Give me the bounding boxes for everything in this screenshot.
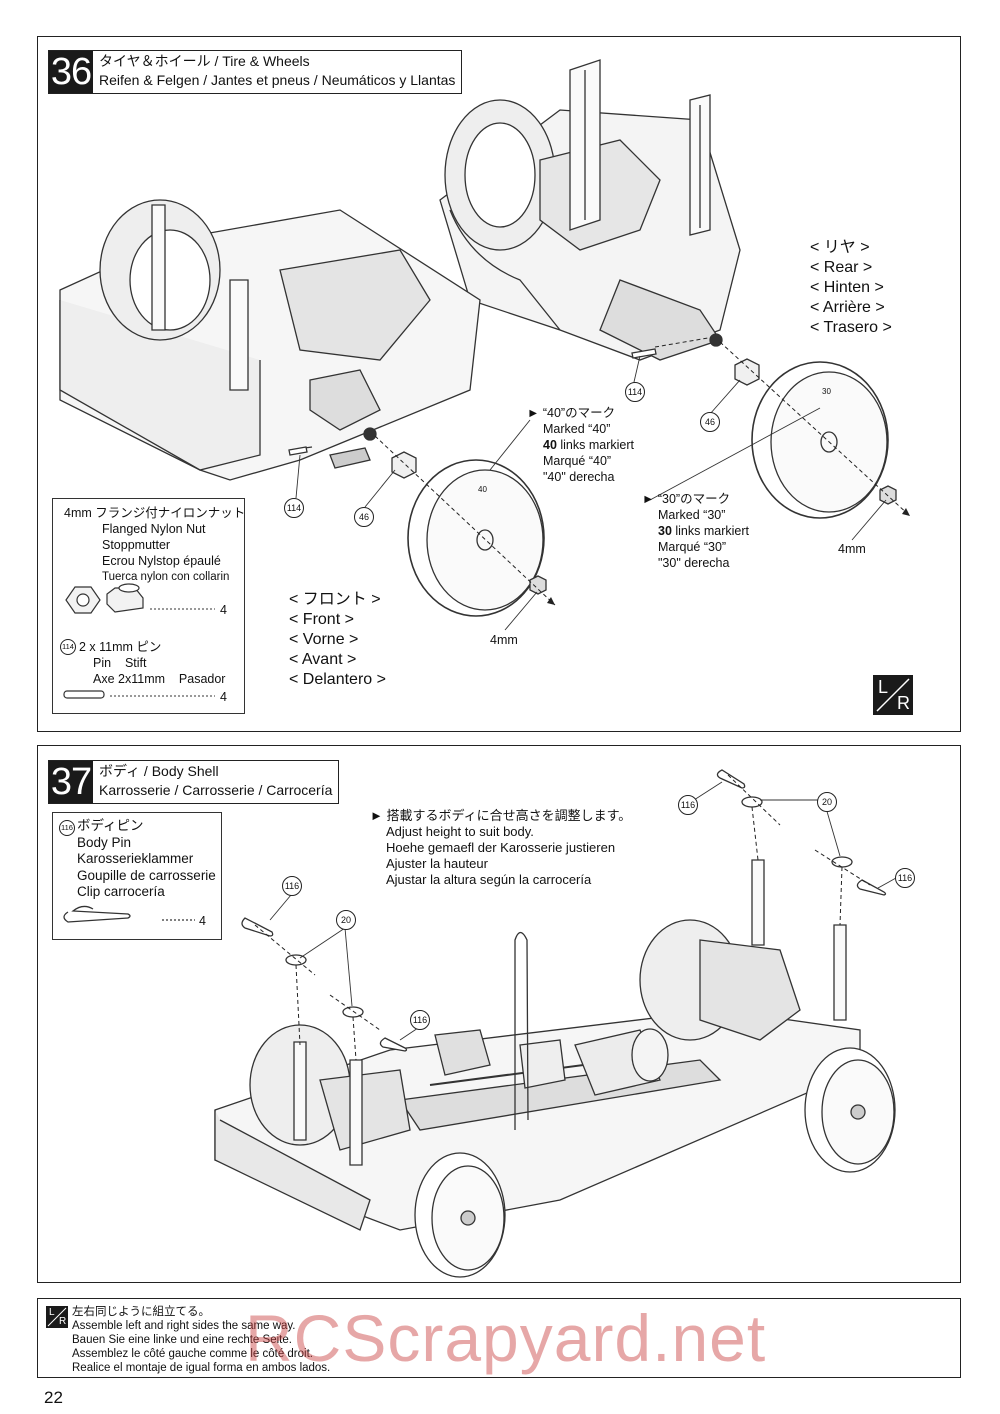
- part-number-114-front: 114: [284, 498, 304, 518]
- pin-part-number: 114: [60, 639, 76, 655]
- part-number-116: 116: [282, 876, 302, 896]
- nut-size-rear: 4mm: [838, 542, 866, 556]
- part-number-116: 116: [895, 868, 915, 888]
- body-pin-line: Goupille de carrosserie: [77, 867, 216, 883]
- rear-label: < Arrière >: [810, 299, 885, 316]
- left-right-icon: L R: [873, 675, 913, 715]
- marked-40-line: Marked “40”: [543, 422, 611, 436]
- lr-letter-r: R: [59, 1316, 67, 1327]
- step-title-line2: Karrosserie / Carrosserie / Carrocería: [99, 782, 333, 798]
- rear-label: < Rear >: [810, 259, 873, 276]
- part-number-20: 20: [817, 792, 837, 812]
- marked-30-note: ► “30”のマーク Marked “30” 30 links markiert…: [642, 491, 749, 571]
- instruction-line: Adjust height to suit body.: [386, 824, 534, 839]
- pin-line: 2 x 11mm ピン: [79, 640, 162, 654]
- step-36-panel: [37, 36, 961, 732]
- nut-size-front: 4mm: [490, 633, 518, 647]
- step-37-panel: [37, 745, 961, 1283]
- height-instructions: ► 搭載するボディに合せ高さを調整します。 Adjust height to s…: [370, 808, 631, 888]
- pin-line: Axe 2x11mm Pasador: [93, 672, 226, 686]
- step-number: 36: [49, 51, 93, 93]
- part-number-114-rear: 114: [625, 382, 645, 402]
- body-pin-line: Body Pin: [77, 834, 132, 850]
- lr-letter-l: L: [49, 1307, 55, 1318]
- step-36-header: 36 タイヤ＆ホイール / Tire & Wheels Reifen & Fel…: [48, 50, 463, 94]
- left-right-icon: L R: [46, 1306, 68, 1328]
- nut-line: Flanged Nylon Nut: [102, 522, 206, 536]
- step-title-line1: ボディ / Body Shell: [99, 763, 219, 779]
- front-label: < Avant >: [289, 651, 357, 668]
- nut-line: Stoppmutter: [102, 538, 171, 552]
- step-title-line2: Reifen & Felgen / Jantes et pneus / Neum…: [99, 72, 456, 88]
- footer-line: Bauen Sie eine linke und eine rechte Sei…: [72, 1334, 292, 1346]
- step-37-header: 37 ボディ / Body Shell Karrosserie / Carros…: [48, 760, 340, 804]
- front-label: < Delantero >: [289, 671, 386, 688]
- marked-30-line: ► “30”のマーク: [642, 492, 731, 506]
- part-number-20: 20: [336, 910, 356, 930]
- front-label: < Vorne >: [289, 631, 359, 648]
- pin-line: Pin Stift: [93, 656, 147, 670]
- nut-quantity: 4: [220, 603, 227, 617]
- part-number-46-rear: 46: [700, 412, 720, 432]
- instruction-line: ► 搭載するボディに合せ高さを調整します。: [370, 808, 632, 823]
- watermark: RCScrapyard.net: [245, 1301, 767, 1375]
- marked-30-line: "30" derecha: [658, 556, 730, 570]
- page-number: 22: [44, 1388, 63, 1407]
- body-pin-description: ボディピン Body Pin Karosserieklammer Goupill…: [77, 818, 216, 901]
- nut-part-icon: [63, 583, 215, 699]
- marked-40-line: ► “40”のマーク: [527, 406, 616, 420]
- marked-30-line: Marked “30”: [658, 508, 726, 522]
- footer-line: Realice el montaje de igual forma en amb…: [72, 1362, 331, 1374]
- body-pin-line: Clip carrocería: [77, 884, 165, 899]
- step-title-line1: タイヤ＆ホイール / Tire & Wheels: [99, 53, 310, 69]
- nut-line: Ecrou Nylstop épaulé: [102, 554, 221, 568]
- nut-line: Tuerca nylon con collarin: [102, 571, 230, 583]
- pin-part-description: 2 x 11mm ピン Pin Stift Axe 2x11mm Pasador: [79, 639, 225, 687]
- part-number-116: 116: [678, 795, 698, 815]
- instruction-line: Hoehe gemaefl der Karosserie justieren: [386, 840, 616, 855]
- lr-letter-l: L: [878, 677, 889, 697]
- marked-40-line: "40" derecha: [543, 470, 615, 484]
- lr-letter-r: R: [897, 693, 910, 713]
- footer-note: 左右同じように組立てる。 Assemble left and right sid…: [72, 1305, 330, 1375]
- instruction-line: Ajuster la hauteur: [386, 856, 488, 871]
- front-label: < フロント >: [289, 591, 381, 608]
- rear-label-group: < リヤ > < Rear > < Hinten > < Arrière > <…: [810, 238, 892, 338]
- nut-part-description: 4mm フランジ付ナイロンナット Flanged Nylon Nut Stopp…: [64, 505, 245, 585]
- marked-40-line: Marqué “40”: [543, 454, 612, 468]
- rear-label: < リヤ >: [810, 239, 870, 256]
- body-pin-line: Karosserieklammer: [77, 851, 194, 866]
- marked-30-line: 30 links markiert: [658, 524, 749, 538]
- part-number-116: 116: [410, 1010, 430, 1030]
- wheel-mark-30: 30: [822, 387, 831, 396]
- front-label: < Front >: [289, 611, 354, 628]
- marked-40-note: ► “40”のマーク Marked “40” 40 links markiert…: [527, 405, 634, 485]
- step-number: 37: [49, 761, 93, 803]
- pin-quantity: 4: [220, 690, 227, 704]
- footer-line: Assemblez le côté gauche comme le côté d…: [72, 1348, 313, 1360]
- front-label-group: < フロント > < Front > < Vorne > < Avant > <…: [289, 590, 386, 690]
- rear-label: < Hinten >: [810, 279, 884, 296]
- marked-40-line: 40 links markiert: [543, 438, 634, 452]
- wheel-mark-40: 40: [478, 485, 487, 494]
- body-pin-line: ボディピン: [77, 818, 144, 833]
- footer-note-panel: [37, 1298, 961, 1378]
- body-pin-quantity: 4: [199, 914, 206, 928]
- body-pin-part-number: 116: [59, 820, 75, 836]
- instruction-line: Ajustar la altura según la carrocería: [386, 872, 592, 887]
- part-number-46-front: 46: [354, 507, 374, 527]
- rear-label: < Trasero >: [810, 319, 892, 336]
- chassis-tire-illustration: [59, 59, 911, 631]
- footer-line: 左右同じように組立てる。: [72, 1306, 210, 1318]
- footer-line: Assemble left and right sides the same w…: [72, 1320, 296, 1332]
- marked-30-line: Marqué “30”: [658, 540, 727, 554]
- nut-line: 4mm フランジ付ナイロンナット: [64, 506, 246, 520]
